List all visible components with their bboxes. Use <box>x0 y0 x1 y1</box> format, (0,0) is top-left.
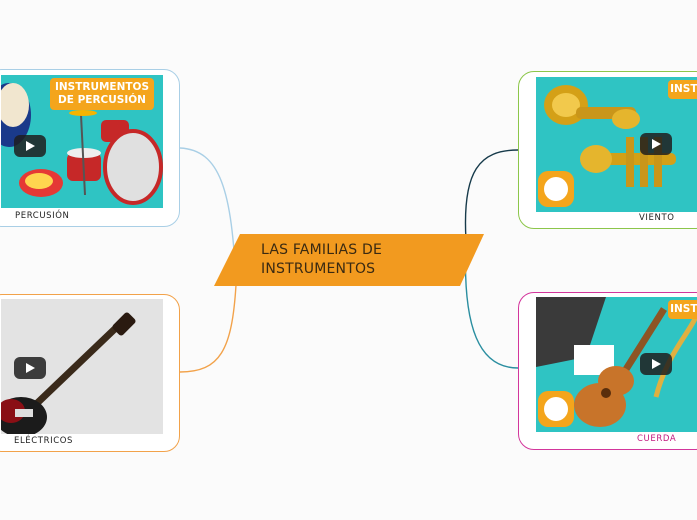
play-icon[interactable] <box>640 353 672 375</box>
thumbnail-banner-cuerda: INST D <box>668 300 697 319</box>
topic-label-viento: VIENTO <box>639 213 675 223</box>
play-icon[interactable] <box>14 135 46 157</box>
play-icon[interactable] <box>640 133 672 155</box>
topic-label-electricos: ELÉCTRICOS <box>14 436 73 446</box>
video-thumbnail-percusion[interactable]: INSTRUMENTOS DE PERCUSIÓN <box>1 75 163 208</box>
topic-card-percusion[interactable]: INSTRUMENTOS DE PERCUSIÓN PERCUSIÓN <box>0 69 180 227</box>
video-thumbnail-viento[interactable]: INST D <box>536 77 697 212</box>
topic-card-viento[interactable]: INST D VIENTO <box>518 71 697 229</box>
thumbnail-banner-percusion: INSTRUMENTOS DE PERCUSIÓN <box>50 78 154 110</box>
topic-label-cuerda: CUERDA <box>637 434 676 444</box>
thumbnail-banner-viento: INST D <box>668 80 697 99</box>
emoji-icon <box>538 171 574 207</box>
video-thumbnail-electricos[interactable] <box>1 299 163 434</box>
emoji-icon <box>538 391 574 427</box>
topic-card-cuerda[interactable]: INST D CUERDA <box>518 292 697 450</box>
central-topic-text[interactable]: LAS FAMILIAS DE INSTRUMENTOS <box>261 241 441 279</box>
topic-card-electricos[interactable]: ELÉCTRICOS <box>0 294 180 452</box>
video-thumbnail-cuerda[interactable]: INST D <box>536 297 697 432</box>
play-icon[interactable] <box>14 357 46 379</box>
topic-label-percusion: PERCUSIÓN <box>15 211 70 221</box>
